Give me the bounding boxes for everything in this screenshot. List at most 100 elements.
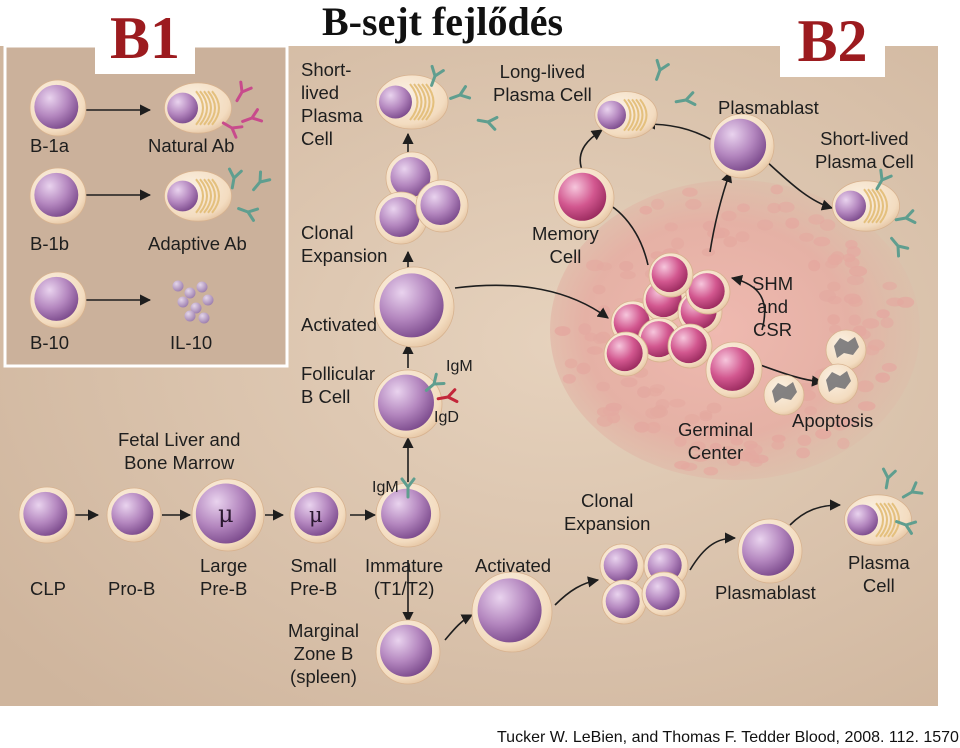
antibody-icon xyxy=(400,477,416,499)
gc-dot xyxy=(886,297,904,307)
gc-dot xyxy=(846,275,865,286)
antibody-icon xyxy=(221,121,244,139)
gc-dot xyxy=(799,232,814,242)
cell-immature xyxy=(375,482,441,548)
gc-dot xyxy=(595,331,611,344)
label-plasmablast-top: Plasmablast xyxy=(718,97,819,118)
page-title: B-sejt fejlődés xyxy=(322,0,564,44)
gc-dot xyxy=(701,248,716,257)
il10-granule xyxy=(196,281,208,293)
gc-dot xyxy=(804,406,817,416)
gc-dot xyxy=(586,346,603,355)
cell-activated-mz xyxy=(471,571,553,653)
gc-dot xyxy=(815,428,832,440)
gc-dot xyxy=(825,259,839,269)
label-marginal-zone: Marginal Zone B (spleen) xyxy=(288,620,359,687)
gc-dot xyxy=(699,412,713,422)
label-memory-cell: Memory Cell xyxy=(532,223,599,267)
arrow-memory-longlived xyxy=(579,129,603,171)
gc-dot xyxy=(881,362,897,372)
cell-follicular xyxy=(373,369,443,439)
gc-dot xyxy=(737,451,753,462)
gc-dot xyxy=(827,281,841,292)
gc-dot xyxy=(827,314,840,325)
cell-b1a xyxy=(29,79,87,137)
mu-small-pre-b: μ xyxy=(309,503,323,527)
cell-pro-b xyxy=(106,487,162,543)
cell-clonal-2 xyxy=(374,191,428,245)
label-follicular: Follicular B Cell xyxy=(301,363,376,407)
gc-dot xyxy=(819,290,836,302)
arrow-plasmablast-shortlived xyxy=(764,159,834,211)
gc-dot xyxy=(723,236,737,248)
mu-large-pre-b: μ xyxy=(218,500,234,528)
gc-dot xyxy=(785,217,800,229)
gc-dot xyxy=(777,201,795,213)
gc-dot xyxy=(862,318,880,329)
gc-dot xyxy=(705,425,719,437)
gc-dot xyxy=(647,387,663,397)
gc-dot xyxy=(726,455,741,466)
label-fetal-liver: Fetal Liver and Bone Marrow xyxy=(118,429,241,473)
antibody-icon xyxy=(875,168,893,191)
label-germinal-center: Germinal Center xyxy=(678,419,754,463)
label-pro-b: Pro-B xyxy=(108,578,156,599)
gc-dot xyxy=(707,228,726,239)
gc-dot xyxy=(843,293,862,305)
antibody-icon xyxy=(436,388,459,404)
il10-granule xyxy=(177,296,189,308)
cell-clp xyxy=(18,486,76,544)
gc-dot xyxy=(880,317,894,329)
il10-granule xyxy=(172,280,184,292)
antibody-icon xyxy=(235,80,253,103)
b1-badge: B1 xyxy=(95,2,195,74)
gc-dot xyxy=(808,259,821,272)
gc-dot xyxy=(564,358,578,369)
label-activated-marginal: Activated xyxy=(475,555,552,576)
gc-dot xyxy=(596,381,610,392)
gc-dot xyxy=(849,265,868,277)
cell-plasma-mz xyxy=(844,494,913,546)
gc-dot xyxy=(562,374,576,384)
arrow-plasmablast-plasmacell xyxy=(789,499,842,526)
gc-dot xyxy=(721,210,737,222)
gc-dot xyxy=(797,434,812,446)
arrow-shm-csr-loop xyxy=(730,275,766,331)
gc-dot xyxy=(770,184,784,195)
apoptotic-cell-2 xyxy=(817,363,859,405)
gc-dot xyxy=(682,187,698,197)
label-clonal-expansion-marginal: Clonal Expansion xyxy=(564,490,651,534)
gc-dot xyxy=(757,219,774,231)
gc-dot xyxy=(684,414,700,425)
cell-germinal-centroblast xyxy=(705,341,763,399)
arrow-germinal-plasmablast xyxy=(709,170,732,253)
gc-dot xyxy=(664,222,678,232)
gc-dot xyxy=(578,323,592,335)
cell-natural-ab-plasma xyxy=(163,82,232,134)
cell-clonal-mz-3 xyxy=(601,579,647,625)
gc-dot xyxy=(735,231,750,243)
label-short-lived-right: Short-lived Plasma Cell xyxy=(815,128,914,172)
gc-dot xyxy=(592,284,606,295)
gc-dot xyxy=(864,345,880,356)
gc-dot xyxy=(796,447,810,459)
label-small-pre-b: Small Pre-B xyxy=(290,555,338,599)
antibody-icon xyxy=(881,467,897,490)
gc-dot xyxy=(706,402,722,414)
gc-dot xyxy=(709,442,722,452)
gc-dot xyxy=(737,203,750,213)
b2-badge: B2 xyxy=(780,5,885,77)
gc-dot xyxy=(703,466,719,476)
gc-dot xyxy=(576,362,591,375)
gc-dot xyxy=(771,434,786,443)
antibody-icon xyxy=(424,372,446,392)
gc-dot xyxy=(674,436,687,447)
label-plasmablast-bottom: Plasmablast xyxy=(715,582,816,603)
label-b10: B-10 xyxy=(30,332,70,353)
gc-dot xyxy=(808,214,825,225)
cell-germinal-4 xyxy=(603,331,649,377)
gc-dot xyxy=(844,257,860,269)
citation: Tucker W. LeBien, and Thomas F. Tedder B… xyxy=(497,729,960,746)
